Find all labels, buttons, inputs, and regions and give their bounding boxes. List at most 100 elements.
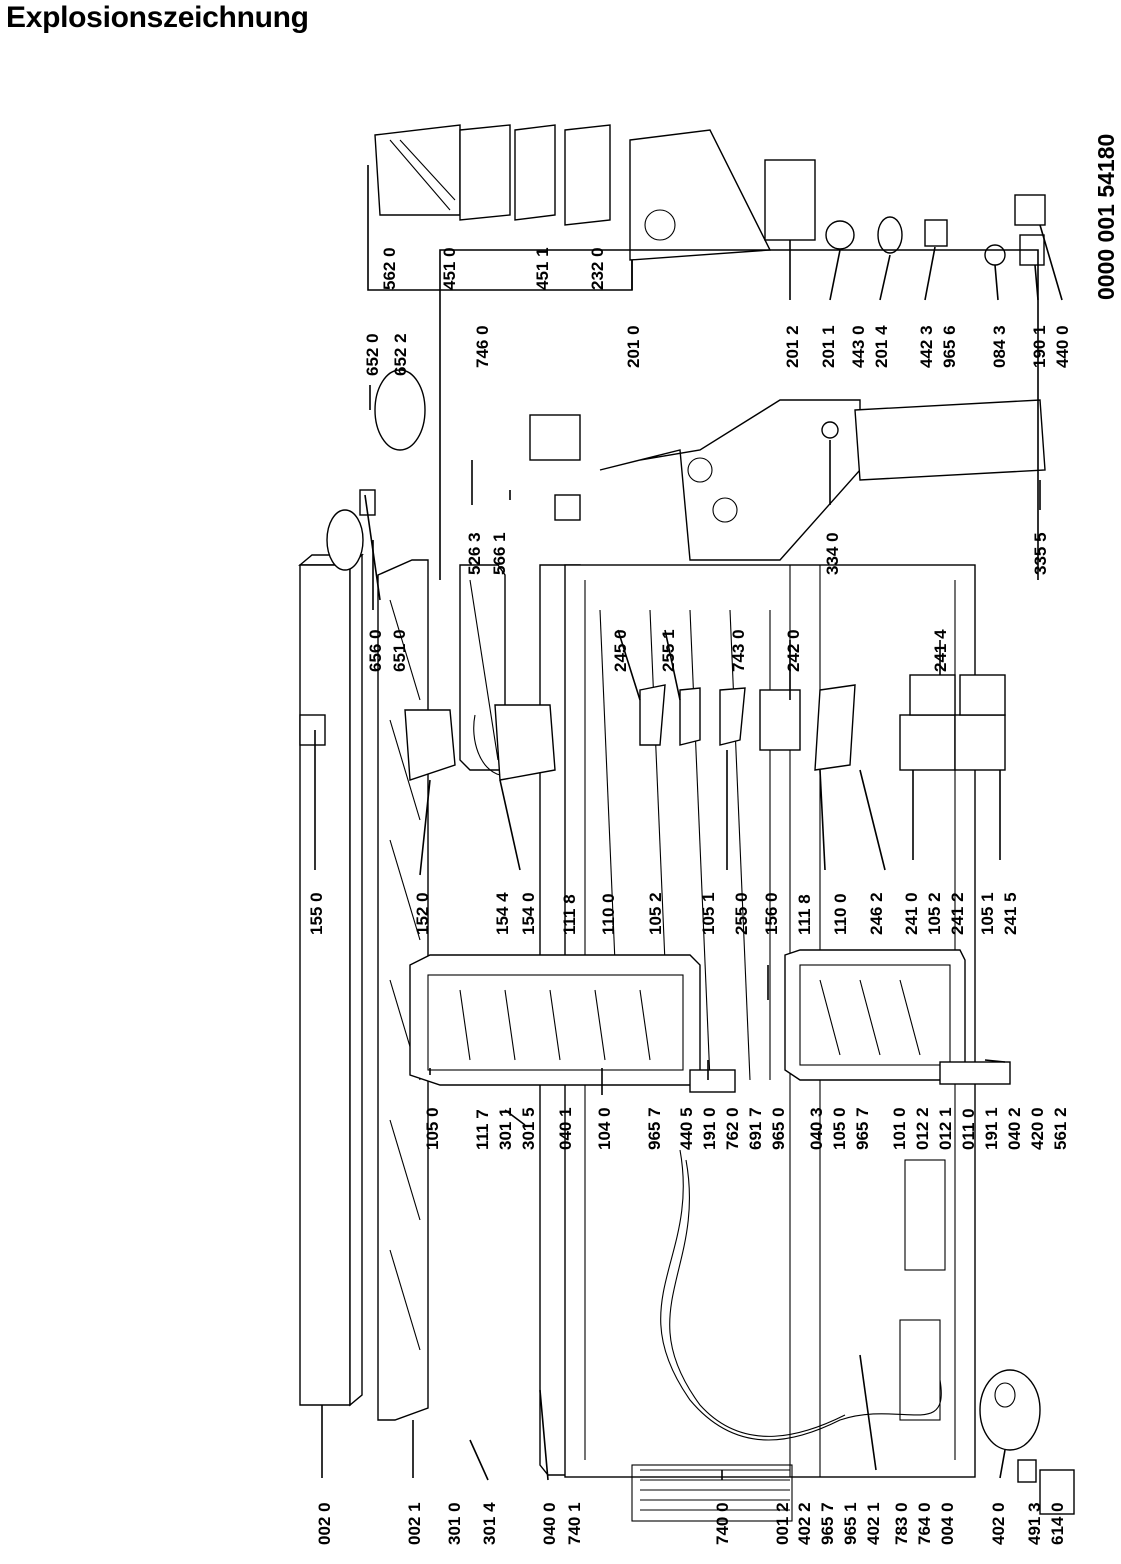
part-label: 191 0 (700, 1107, 719, 1150)
part-label: 561 2 (1051, 1107, 1070, 1150)
fan-and-controls-part (825, 194, 1046, 266)
part-label: 105 1 (699, 892, 718, 935)
label-row-1: 002 0 002 1 301 0 301 4 040 0 740 1 740 … (315, 1502, 1067, 1545)
part-label: 651 0 (390, 629, 409, 672)
part-label: 201 1 (819, 325, 838, 368)
part-label: 764 0 (915, 1502, 934, 1545)
part-label: 040 1 (556, 1107, 575, 1150)
condenser-part (631, 1464, 793, 1522)
part-label: 965 6 (940, 325, 959, 368)
part-label: 111 7 (473, 1109, 492, 1150)
part-label: 152 0 (413, 892, 432, 935)
fridge-door-part (784, 949, 1011, 1085)
part-label: 402 0 (989, 1502, 1008, 1545)
part-label: 002 1 (405, 1502, 424, 1545)
part-label: 155 0 (307, 892, 326, 935)
page-title: Explosionszeichnung (6, 1, 309, 34)
part-label: 451 0 (440, 247, 459, 290)
part-label: 002 0 (315, 1502, 334, 1545)
part-label: 191 1 (982, 1107, 1001, 1150)
part-label: 245 0 (611, 629, 630, 672)
part-label: 402 1 (864, 1502, 883, 1545)
part-label: 105 0 (423, 1107, 442, 1150)
part-label: 691 7 (746, 1107, 765, 1150)
part-label: 743 0 (729, 629, 748, 672)
part-label: 004 0 (938, 1502, 957, 1545)
part-label: 105 0 (830, 1107, 849, 1150)
part-label: 156 0 (762, 892, 781, 935)
part-label: 491 3 (1025, 1502, 1044, 1545)
part-label: 614 0 (1048, 1502, 1067, 1545)
part-label: 442 3 (917, 325, 936, 368)
part-label: 335 5 (1031, 532, 1050, 575)
part-label: 154 4 (493, 892, 512, 935)
label-row-6-group: 562 0 451 0 451 1 232 0 (380, 247, 607, 290)
part-label: 111 8 (560, 894, 579, 935)
part-label: 011 0 (959, 1108, 978, 1150)
part-label: 110 0 (599, 893, 618, 935)
part-label: 965 7 (818, 1502, 837, 1545)
leader-lines (314, 224, 1063, 1481)
part-label: 232 0 (588, 247, 607, 290)
part-label: 762 0 (723, 1107, 742, 1150)
part-label: 334 0 (823, 532, 842, 575)
part-label: 255 0 (732, 892, 751, 935)
part-label: 965 7 (645, 1107, 664, 1150)
part-label: 783 0 (892, 1502, 911, 1545)
part-label: 656 0 (366, 629, 385, 672)
label-row-5: 526 3 566 1 334 0 335 5 (465, 532, 1050, 575)
part-label: 111 8 (795, 894, 814, 935)
part-label: 965 1 (841, 1502, 860, 1545)
label-row-3: 155 0 152 0 154 4 154 0 111 8 110 0 105 … (307, 892, 1020, 935)
part-label: 402 2 (795, 1502, 814, 1545)
part-label: 746 0 (473, 325, 492, 368)
part-label: 526 3 (465, 532, 484, 575)
part-label: 012 1 (936, 1107, 955, 1150)
part-label: 040 3 (807, 1107, 826, 1150)
part-label: 154 0 (519, 892, 538, 935)
part-label: 652 0 (363, 333, 382, 376)
freezer-drawers-part (404, 704, 556, 781)
top-cover-part (298, 553, 364, 1407)
part-label: 241 5 (1001, 892, 1020, 935)
part-label: 201 4 (872, 325, 891, 368)
part-label: 001 2 (773, 1502, 792, 1545)
part-label: 101 0 (890, 1107, 909, 1150)
air-duct-assembly-part (529, 399, 1046, 561)
part-label: 440 5 (677, 1107, 696, 1150)
part-label: 301 5 (519, 1107, 538, 1150)
part-label: 440 0 (1053, 325, 1072, 368)
part-label: 105 2 (925, 892, 944, 935)
part-label: 420 0 (1028, 1107, 1047, 1150)
part-label: 190 1 (1030, 325, 1049, 368)
freezer-door-part (409, 954, 736, 1093)
part-label: 443 0 (849, 325, 868, 368)
part-label: 040 0 (540, 1502, 559, 1545)
part-label: 201 0 (624, 325, 643, 368)
part-label: 451 1 (533, 247, 552, 290)
egg-tray-part (299, 714, 326, 746)
compressor-part (979, 1369, 1075, 1515)
label-row-2: 105 0 111 7 301 1 301 5 040 1 104 0 965 … (423, 1107, 1070, 1150)
part-label: 740 0 (713, 1502, 732, 1545)
evaporator-housing-part (629, 129, 816, 261)
part-label: 965 7 (853, 1107, 872, 1150)
light-cover-part (326, 369, 426, 571)
part-label: 241 4 (931, 629, 950, 672)
part-label: 246 2 (867, 892, 886, 935)
part-label: 301 4 (480, 1502, 499, 1545)
part-label: 012 2 (913, 1107, 932, 1150)
evaporator-group-part (367, 124, 633, 291)
label-row-4: 656 0 651 0 245 0 255 1 743 0 242 0 241 … (363, 333, 950, 672)
part-label: 110 0 (831, 893, 850, 935)
document-number: 0000 001 54180 (1093, 134, 1119, 300)
part-label: 241 2 (948, 892, 967, 935)
part-label: 105 1 (978, 892, 997, 935)
part-label: 242 0 (784, 629, 803, 672)
part-label: 965 0 (769, 1107, 788, 1150)
part-label: 084 3 (990, 325, 1009, 368)
part-label: 241 0 (902, 892, 921, 935)
part-label: 301 1 (496, 1107, 515, 1150)
part-label: 104 0 (595, 1107, 614, 1150)
